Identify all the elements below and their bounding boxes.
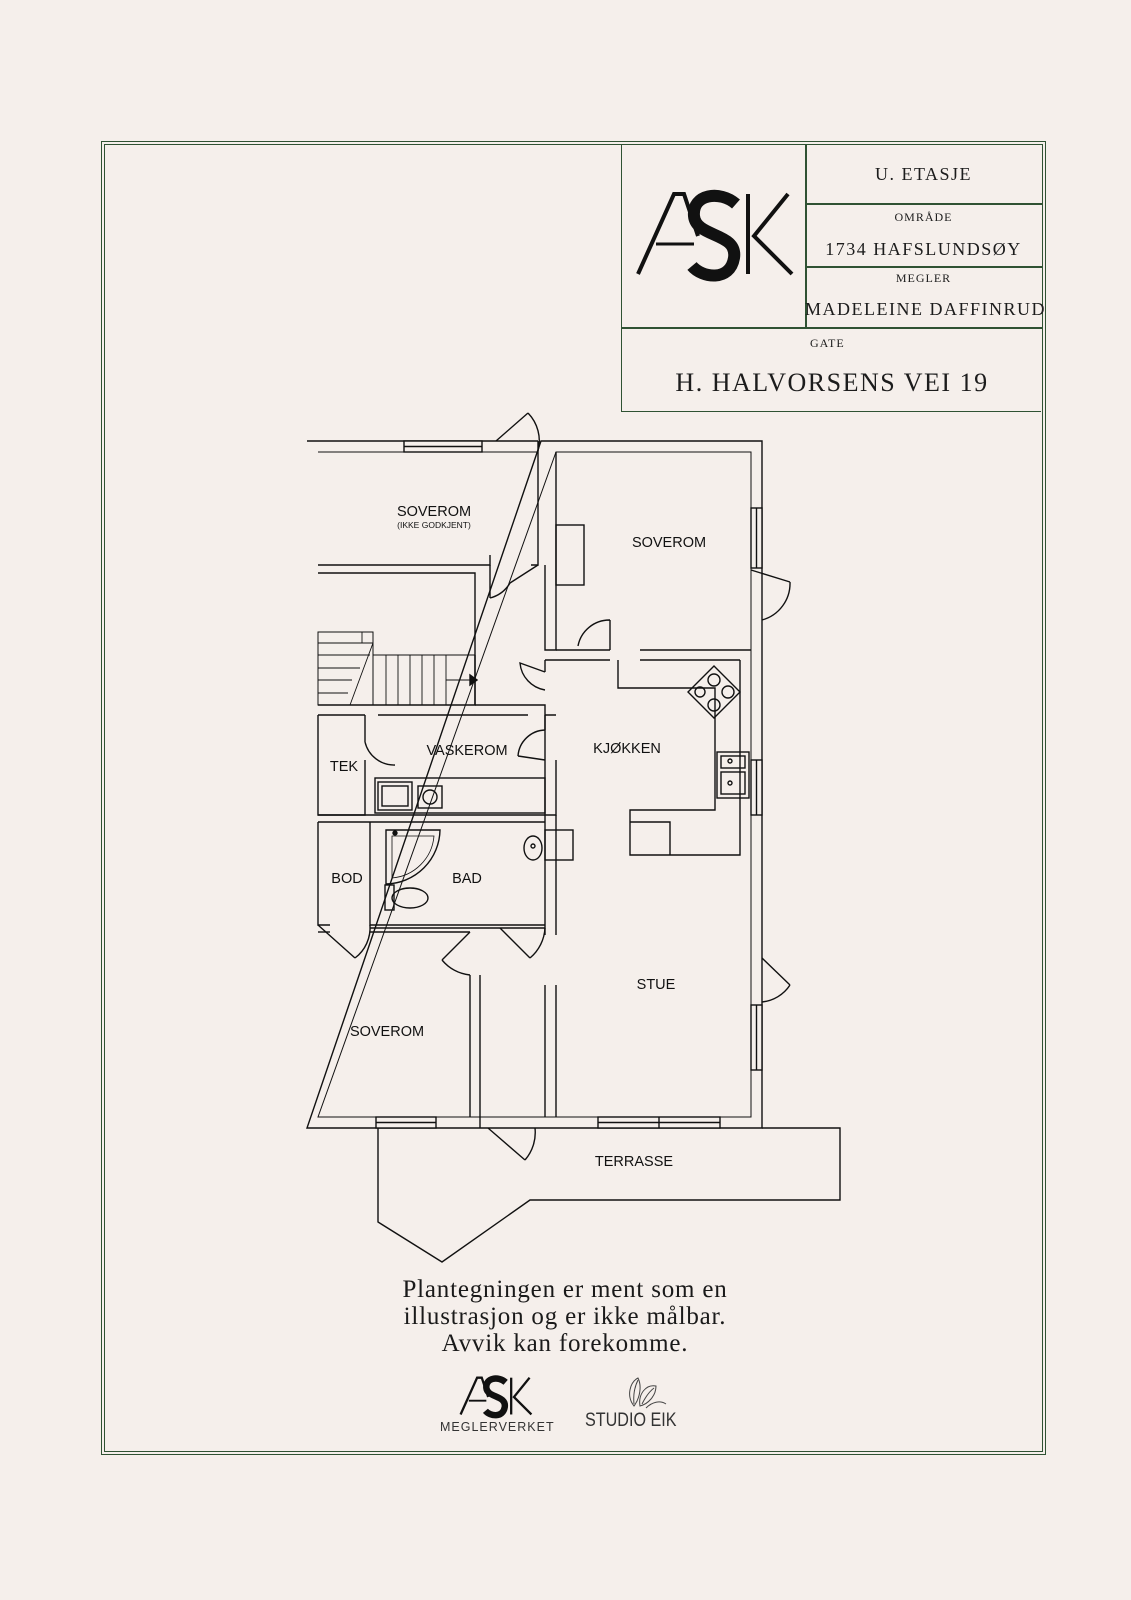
footer-studio-eik: STUDIO EIK <box>585 1410 677 1431</box>
disclaimer-line-1: Plantegningen er ment som en <box>402 1276 728 1303</box>
room-label-terrace: TERRASSE <box>595 1154 673 1170</box>
room-label-kitchen: KJØKKEN <box>593 741 661 757</box>
street-value: H. HALVORSENS VEI 19 <box>675 368 989 397</box>
room-note-not-approved: (IKKE GODKJENT) <box>397 520 471 530</box>
broker-label: MEGLER <box>895 271 952 285</box>
disclaimer: Plantegningen er ment som en illustrasjo… <box>330 1276 800 1357</box>
room-label-bedroom-top-right: SOVEROM <box>632 535 706 551</box>
room-label-storage: BOD <box>331 871 362 887</box>
ask-logo <box>636 190 794 282</box>
room-label-technical: TEK <box>330 759 359 775</box>
inner-frame <box>104 144 1043 1452</box>
room-label-bedroom-bottom: SOVEROM <box>350 1024 424 1040</box>
outer-frame <box>101 141 1046 1455</box>
floor-label: U. ETASJE <box>874 164 973 184</box>
room-label-living-room: STUE <box>637 977 676 993</box>
area-value: 1734 HAFSLUNDSØY <box>825 239 1022 259</box>
footer-ask-logo <box>459 1375 533 1419</box>
disclaimer-line-3: Avvik kan forekomme. <box>441 1330 689 1357</box>
room-label-laundry: VASKEROM <box>426 743 507 759</box>
studio-eik-leaf-icon <box>629 1377 667 1409</box>
room-label-bedroom-top-left: SOVEROM <box>397 504 471 520</box>
area-label: OMRÅDE <box>894 210 953 224</box>
room-label-bathroom: BAD <box>452 871 482 887</box>
footer-left-name: MEGLERVERKET <box>440 1420 555 1434</box>
street-label: GATE <box>810 336 845 350</box>
title-block: U. ETASJE OMRÅDE 1734 HAFSLUNDSØY MEGLER… <box>621 144 1046 412</box>
disclaimer-line-2: illustrasjon og er ikke målbar. <box>403 1303 727 1330</box>
broker-value: MADELEINE DAFFINRUD <box>805 299 1046 319</box>
